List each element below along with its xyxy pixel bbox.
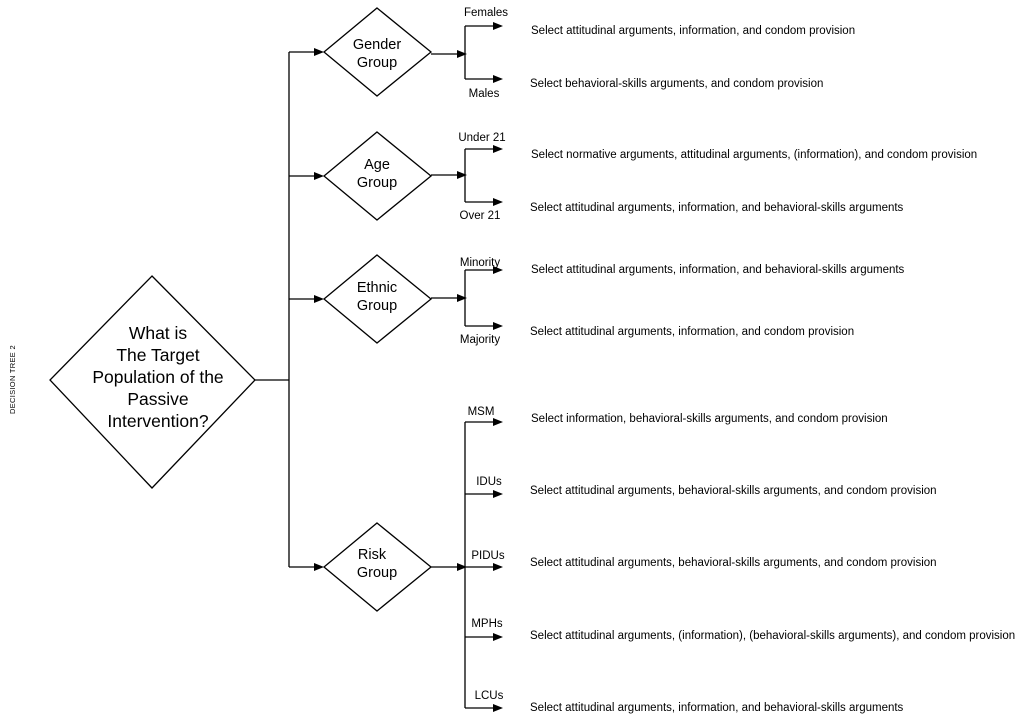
ethnic-group-label-line-1: Ethnic (357, 280, 397, 296)
result-idus: Select attitudinal arguments, behavioral… (530, 485, 937, 497)
result-pidus: Select attitudinal arguments, behavioral… (530, 557, 937, 569)
branch-label-males: Males (469, 88, 500, 100)
gender-group-label-line-2: Group (357, 55, 397, 71)
result-mphs: Select attitudinal arguments, (informati… (530, 630, 1015, 642)
ethnic-branch-majority-arrowhead (493, 322, 503, 330)
branch-label-over-21: Over 21 (460, 210, 501, 222)
root-question-line-4: Passive (127, 389, 188, 409)
result-males: Select behavioral-skills arguments, and … (530, 78, 823, 90)
age-arrowhead (314, 172, 324, 180)
branch-label-mphs: MPHs (471, 618, 503, 630)
branch-label-majority: Majority (460, 334, 501, 346)
gender-group-diamond (322, 7, 433, 97)
risk-branch-msm-arrowhead (493, 418, 503, 426)
result-females: Select attitudinal arguments, informatio… (531, 25, 855, 37)
risk-group-label-line-1: Risk (358, 547, 387, 563)
ethnic-group-label-line-2: Group (357, 298, 397, 314)
age-group-diamond (322, 131, 433, 221)
result-minority: Select attitudinal arguments, informatio… (531, 264, 905, 276)
result-under-21: Select normative arguments, attitudinal … (531, 149, 977, 161)
risk-branch-mphs-arrowhead (493, 633, 503, 641)
branch-label-females: Females (464, 7, 508, 19)
age-out-arrowhead (457, 171, 467, 179)
age-branch-under21-arrowhead (493, 145, 503, 153)
ethnic-arrowhead (314, 295, 324, 303)
gender-branch-males-arrowhead (493, 75, 503, 83)
ethnic-out-arrowhead (457, 294, 467, 302)
branch-label-idus: IDUs (476, 476, 502, 488)
age-branch-over21-arrowhead (493, 198, 503, 206)
result-majority: Select attitudinal arguments, informatio… (530, 326, 854, 338)
result-msm: Select information, behavioral-skills ar… (531, 413, 888, 425)
root-question-line-1: What is (129, 323, 188, 343)
risk-group-diamond (322, 522, 433, 612)
ethnic-group-diamond (322, 254, 433, 344)
branch-label-under-21: Under 21 (458, 132, 505, 144)
risk-out-arrowhead (457, 563, 467, 571)
gender-group-label-line-1: Gender (353, 37, 402, 53)
branch-label-msm: MSM (468, 406, 495, 418)
result-lcus: Select attitudinal arguments, informatio… (530, 702, 904, 714)
branch-label-lcus: LCUs (475, 690, 504, 702)
root-question-line-3: Population of the (92, 367, 223, 387)
age-group-label-line-2: Group (357, 175, 397, 191)
result-over-21: Select attitudinal arguments, informatio… (530, 202, 904, 214)
side-label: DECISION TREE 2 (8, 345, 17, 414)
risk-arrowhead (314, 563, 324, 571)
gender-arrowhead (314, 48, 324, 56)
branch-label-minority: Minority (460, 257, 501, 269)
risk-branch-idus-arrowhead (493, 490, 503, 498)
gender-branch-females-arrowhead (493, 22, 503, 30)
ethnic-branch-minority-arrowhead (493, 266, 503, 274)
root-question-diamond (49, 275, 256, 489)
risk-branch-pidus-arrowhead (493, 563, 503, 571)
risk-group-label-line-2: Group (357, 565, 397, 581)
age-group-label-line-1: Age (364, 157, 390, 173)
branch-label-pidus: PIDUs (471, 550, 504, 562)
risk-branch-lcus-arrowhead (493, 704, 503, 712)
root-question-line-2: The Target (116, 345, 199, 365)
root-question-line-5: Intervention? (107, 411, 208, 431)
gender-out-arrowhead (457, 50, 467, 58)
